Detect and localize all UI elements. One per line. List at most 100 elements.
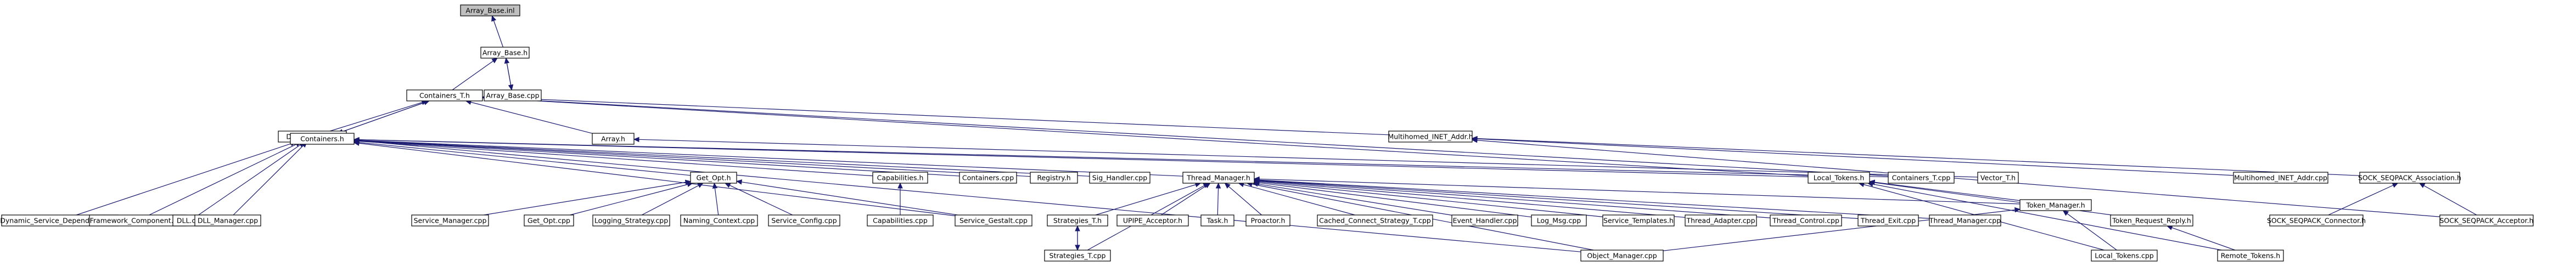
node-get-opt-cpp[interactable]: Get_Opt.cpp	[524, 214, 574, 227]
node-thread-manager-cpp[interactable]: Thread_Manager.cpp	[1929, 214, 2001, 227]
nodes-layer: Array_Base.inlArray_Base.hContainers_T.h…	[0, 4, 2534, 262]
node-naming-context-cpp[interactable]: Naming_Context.cpp	[680, 214, 758, 227]
node-label: Multihomed_INET_Addr.cpp	[2234, 174, 2327, 182]
node-box	[194, 214, 261, 227]
node-label: Containers_T.cpp	[1892, 174, 1951, 182]
edge-dynamic_service_dependency_cpp-to-dll_manager_h	[76, 143, 291, 216]
node-array-base-h[interactable]: Array_Base.h	[480, 47, 530, 59]
node-event-handler-cpp[interactable]: Event_Handler.cpp	[1451, 214, 1518, 227]
node-thread-adapter-cpp[interactable]: Thread_Adapter.cpp	[1685, 214, 1757, 227]
node-label: Thread_Exit.cpp	[1860, 217, 1916, 225]
node-label: Thread_Manager.h	[1186, 174, 1250, 182]
node-strategies-t-cpp[interactable]: Strategies_T.cpp	[1044, 250, 1111, 262]
node-box	[1685, 214, 1757, 227]
node-thread-manager-h[interactable]: Thread_Manager.h	[1182, 172, 1255, 184]
node-label: Array.h	[601, 135, 625, 143]
edge-framework_component_cpp-to-dll_manager_h	[149, 144, 297, 216]
node-label: Thread_Adapter.cpp	[1686, 217, 1755, 225]
node-framework-component-cpp[interactable]: Framework_Component.cpp	[89, 214, 187, 227]
node-box	[2217, 250, 2284, 262]
node-label: Vector_T.h	[1980, 174, 2016, 182]
edge-event_handler_cpp-to-thread_manager_h	[1257, 183, 1452, 216]
node-service-config-cpp[interactable]: Service_Config.cpp	[768, 214, 840, 227]
node-box	[290, 133, 355, 145]
edge-arrowhead	[1075, 245, 1080, 251]
node-multihomed-h[interactable]: Multihomed_INET_Addr.h	[1388, 131, 1473, 143]
node-label: Object_Manager.cpp	[1587, 252, 1657, 260]
node-label: UPIPE_Acceptor.h	[1123, 217, 1182, 225]
edge-thread_manager_cpp-to-thread_manager_h	[1259, 179, 1930, 219]
node-label: Capabilities.h	[877, 174, 924, 182]
node-service-gestalt-cpp[interactable]: Service_Gestalt.cpp	[955, 214, 1032, 227]
node-cached-connect-h[interactable]: Cached_Connect_Strategy_T.cpp	[1317, 214, 1433, 227]
node-containers-t-cpp[interactable]: Containers_T.cpp	[1888, 172, 1955, 184]
node-box	[867, 214, 934, 227]
edge-naming_context_cpp-to-get_opt_h	[714, 188, 719, 216]
edge-arrowhead	[712, 182, 718, 189]
edge-multihomed_h-to-containers_t_h	[487, 97, 1389, 135]
node-box	[411, 214, 489, 227]
node-box	[1047, 214, 1108, 227]
edge-arrowhead	[508, 84, 514, 91]
node-box	[2233, 172, 2328, 184]
edge-cached_connect_h-to-thread_manager_h	[1243, 184, 1355, 216]
node-object-manager-cpp[interactable]: Object_Manager.cpp	[1580, 250, 1664, 262]
node-multihomed-cpp[interactable]: Multihomed_INET_Addr.cpp	[2233, 172, 2328, 184]
node-local-tokens-h[interactable]: Local_Tokens.h	[1808, 172, 1870, 184]
edge-remote_tokens_h-to-local_tokens_h	[1872, 184, 2222, 251]
node-service-manager-cpp[interactable]: Service_Manager.cpp	[411, 214, 489, 227]
node-box	[2359, 172, 2460, 184]
node-sock-connector-h[interactable]: SOCK_SEQPACK_Connector.h	[2267, 214, 2366, 227]
node-registry-h[interactable]: Registry.h	[1030, 172, 1078, 184]
node-sock-assoc-h[interactable]: SOCK_SEQPACK_Association.h	[2358, 172, 2461, 184]
node-box	[1116, 214, 1189, 227]
node-capabilities-h[interactable]: Capabilities.h	[872, 172, 928, 184]
edge-containers_t_cpp-to-containers_t_h	[487, 97, 1889, 177]
node-proactor-h[interactable]: Proactor.h	[1245, 214, 1290, 227]
node-service-templates-h[interactable]: Service_Templates.h	[1602, 214, 1675, 227]
edge-arrowhead	[736, 179, 743, 185]
node-upipe-acceptor-h[interactable]: UPIPE_Acceptor.h	[1116, 214, 1189, 227]
node-array-base-cpp[interactable]: Array_Base.cpp	[484, 89, 542, 101]
node-thread-exit-cpp[interactable]: Thread_Exit.cpp	[1857, 214, 1919, 227]
node-label: SOCK_SEQPACK_Acceptor.h	[2439, 217, 2533, 225]
edge-object_manager_cpp-to-dll_manager_h	[351, 139, 1581, 252]
node-label: Log_Msg.cpp	[1537, 217, 1581, 225]
edge-arrowhead	[633, 137, 639, 143]
edge-local_tokens_h-to-containers_h	[358, 139, 1809, 178]
node-box	[484, 89, 542, 101]
node-sig-handler-cpp[interactable]: Sig_Handler.cpp	[1089, 172, 1150, 184]
node-task-h[interactable]: Task.h	[1200, 214, 1234, 227]
node-logging-strategy-cpp[interactable]: Logging_Strategy.cpp	[592, 214, 670, 227]
node-strategies-t-h[interactable]: Strategies_T.h	[1047, 214, 1108, 227]
node-box	[2110, 214, 2193, 227]
node-box	[1245, 214, 1290, 227]
node-remote-tokens-h[interactable]: Remote_Tokens.h	[2217, 250, 2284, 262]
node-containers-t-h[interactable]: Containers_T.h	[406, 89, 483, 101]
edges-layer	[76, 15, 2477, 252]
edge-thread_adapter_cpp-to-thread_manager_h	[1259, 180, 1686, 218]
node-box	[592, 214, 670, 227]
node-token-manager-h[interactable]: Token_Manager.h	[2019, 199, 2092, 211]
node-get-opt-h[interactable]: Get_Opt.h	[690, 172, 737, 184]
node-token-request-reply-h[interactable]: Token_Request_Reply.h	[2110, 214, 2193, 227]
node-local-tokens-cpp[interactable]: Local_Tokens.cpp	[2091, 250, 2158, 262]
node-capabilities-cpp[interactable]: Capabilities.cpp	[867, 214, 934, 227]
node-label: Token_Request_Reply.h	[2112, 217, 2191, 225]
node-sock-acceptor-h[interactable]: SOCK_SEQPACK_Acceptor.h	[2439, 214, 2534, 227]
node-thread-control-cpp[interactable]: Thread_Control.cpp	[1770, 214, 1842, 227]
node-label: Array_Base.h	[482, 49, 527, 57]
node-box	[1200, 214, 1234, 227]
node-dll-manager-cpp[interactable]: DLL_Manager.cpp	[194, 214, 261, 227]
node-label: Containers_T.h	[419, 92, 470, 100]
node-containers-h[interactable]: Containers.h	[290, 133, 355, 145]
node-box	[1580, 250, 1664, 262]
node-box	[680, 214, 758, 227]
node-array-h[interactable]: Array.h	[592, 133, 635, 145]
node-box	[1977, 172, 2019, 184]
node-containers-cpp[interactable]: Containers.cpp	[959, 172, 1017, 184]
node-log-msg-cpp[interactable]: Log_Msg.cpp	[1531, 214, 1587, 227]
node-vector-t-h[interactable]: Vector_T.h	[1977, 172, 2019, 184]
edge-arrowhead	[2392, 183, 2399, 188]
